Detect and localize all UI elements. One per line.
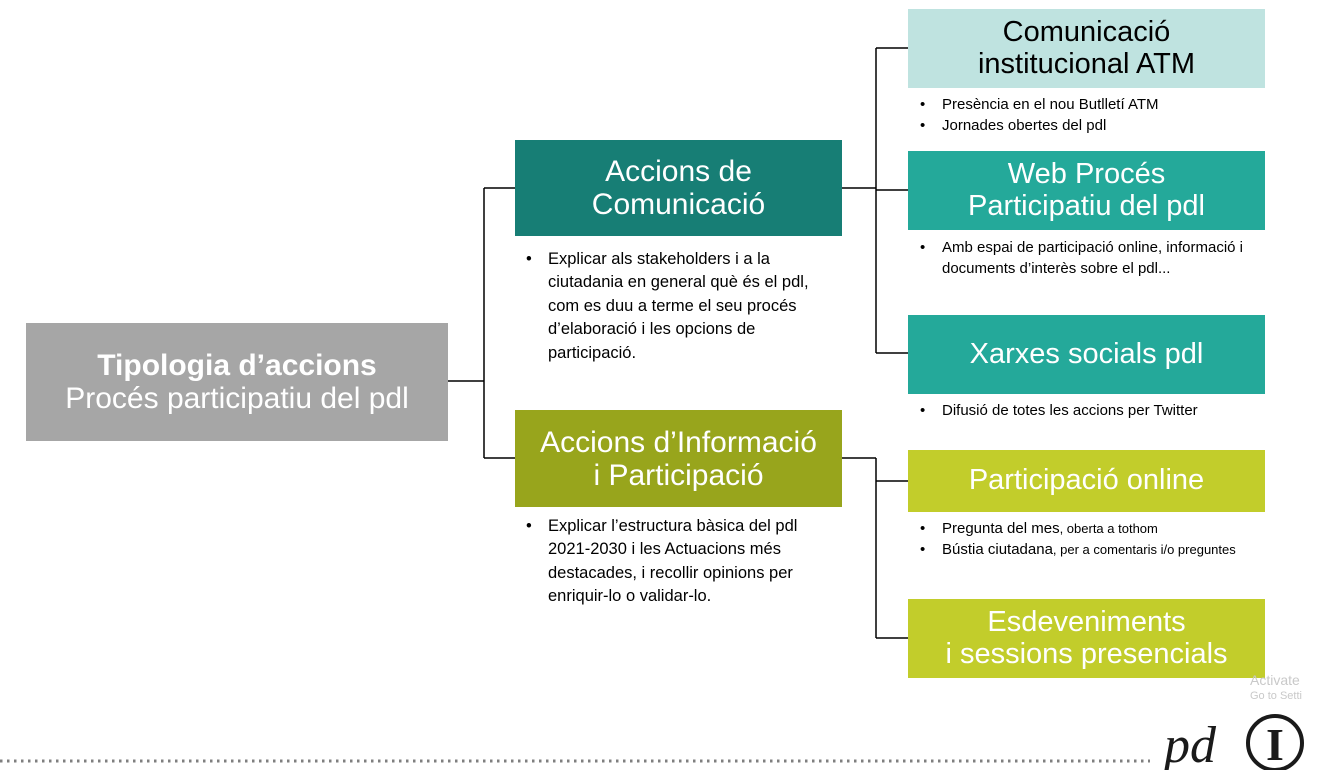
channel-comunicacio-institucional: Comunicació institucional ATM [908,9,1265,88]
channel-note: Jornades obertes del pdl [920,115,1282,137]
channel-xarxes-socials-notes: Difusió de totes les accions per Twitter [918,400,1242,422]
channel-xarxes-socials: Xarxes socials pdl [908,315,1265,394]
note-main: Bústia ciutadana [942,541,1053,559]
watermark-line1: Activate [1250,672,1300,688]
channel-participacio-online: Participació online [908,450,1265,512]
informacio-title-line2: i Participació [593,458,764,492]
note-detail: , oberta a tothom [1059,521,1158,536]
channel-title-line1: Participació online [968,464,1205,497]
connector-root [448,187,515,459]
channel-title-line1: Xarxes socials pdl [969,337,1204,370]
root-node: Tipologia d’accions Procés participatiu … [26,323,448,441]
watermark-line2: Go to Setti [1250,689,1302,702]
connector-comunicacio [842,47,908,354]
comunicacio-title-line2: Comunicació [591,188,766,221]
channel-title-line1: Comunicació [1002,15,1171,48]
channel-title-line1: Web Procés [1007,157,1166,190]
root-title: Tipologia d’accions [97,349,377,382]
comunicacio-title-line1: Accions de [605,155,752,188]
note-detail: , per a comentaris i/o preguntes [1052,542,1236,558]
root-subtitle: Procés participatiu del pdl [65,382,409,415]
channel-title-line2: Participatiu del pdl [968,189,1205,222]
channel-web-proces-notes: Amb espai de participació online, inform… [918,237,1260,280]
channel-title-line1: Esdeveniments [987,605,1186,638]
channel-title-line2: institucional ATM [977,47,1196,80]
channel-participacio-online-notes: Pregunta del mes, oberta a tothom Bústia… [918,518,1242,561]
channel-web-proces: Web Procés Participatiu del pdl [908,151,1265,230]
channel-note: Amb espai de participació online, inform… [920,237,1260,280]
comunicacio-note: Explicar als stakeholders i a la ciutada… [526,248,844,365]
informacio-notes: Explicar l’estructura bàsica del pdl 202… [524,515,820,609]
channel-esdeveniments: Esdeveniments i sessions presencials [908,599,1265,678]
channel-note: Pregunta del mes, oberta a tothom [920,518,1242,540]
comunicacio-notes: Explicar als stakeholders i a la ciutada… [524,248,844,365]
channel-title-line2: i sessions presencials [945,637,1228,670]
channel-note: Difusió de totes les accions per Twitter [920,400,1242,422]
logo-text: pd [1160,717,1217,770]
pdi-logo: pd I [1160,714,1304,770]
channel-note: Presència en el nou Butlletí ATM [920,94,1282,116]
logo-letter: I [1266,719,1284,770]
comunicacio-node: Accions de Comunicació [515,140,842,236]
informacio-title-line1: Accions d’Informació [540,425,817,459]
connector-informacio [842,457,908,639]
channel-comunicacio-institucional-notes: Presència en el nou Butlletí ATM Jornade… [918,94,1282,137]
informacio-note: Explicar l’estructura bàsica del pdl 202… [526,515,820,609]
informacio-node: Accions d’Informació i Participació [515,410,842,507]
channel-note: Bústia ciutadana, per a comentaris i/o p… [920,539,1242,561]
note-main: Pregunta del mes [942,520,1060,537]
activation-watermark: Activate Go to Setti [1250,672,1302,703]
